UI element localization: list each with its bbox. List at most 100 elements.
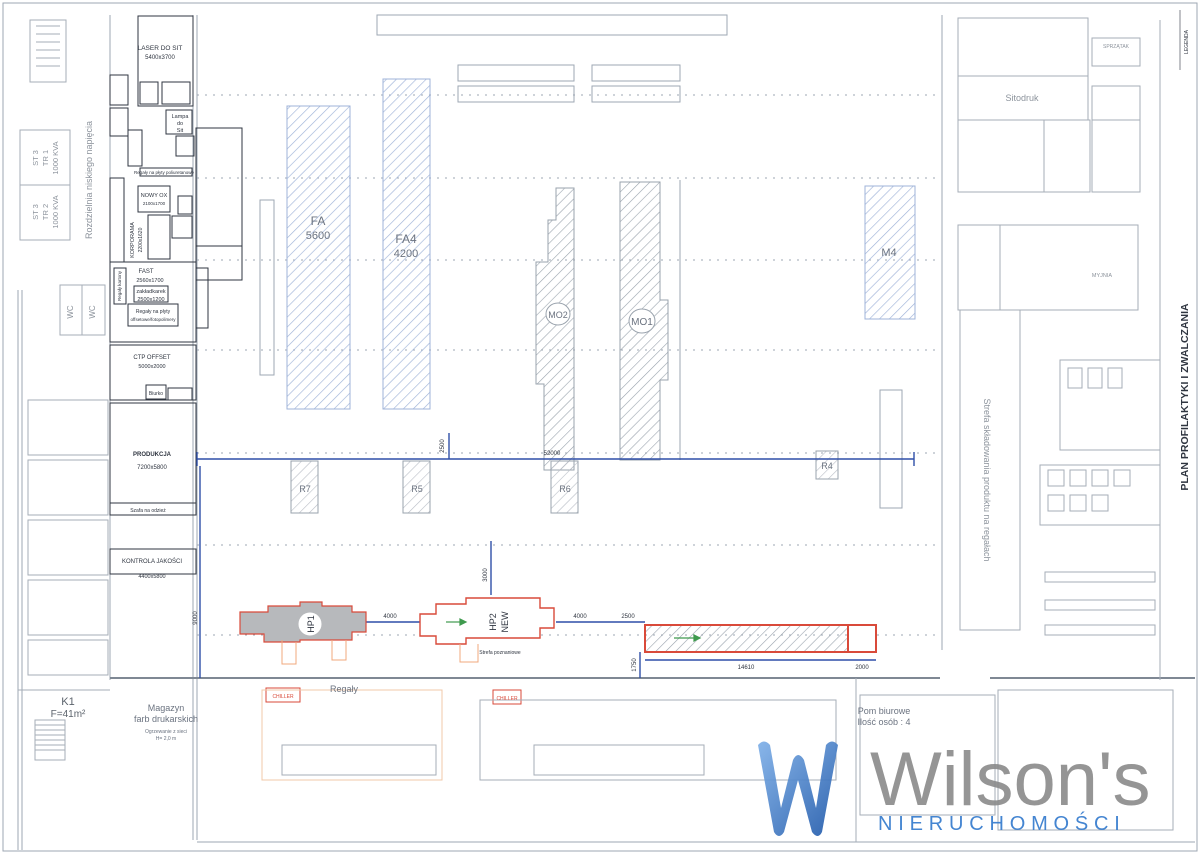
wilsons-w-mark — [758, 741, 838, 836]
rooms-column — [109, 15, 243, 575]
right-room-labels: Sitodruk SPRZĄTAK MYJNIA Strefa składowa… — [982, 44, 1130, 562]
hp2-label-2: NEW — [500, 611, 510, 633]
machines — [286, 78, 916, 514]
st3-tr1-label-b: TR 1 — [41, 150, 50, 166]
dim-2000: 2000 — [855, 665, 869, 671]
rozdzielnia-label: Rozdzielnia niskiego napięcia — [84, 121, 94, 239]
hp2-machine: HP2 NEW Strefa poznaniowe — [419, 597, 555, 663]
wc-label-1: WC — [66, 305, 75, 319]
fa-label-1: FA — [311, 214, 326, 228]
r7-label: R7 — [299, 484, 311, 494]
korporama-1: KORPORAMA — [130, 222, 136, 258]
regaly-plyty-2: offsetowe/fotopolimery — [131, 317, 177, 322]
flow-arrows — [446, 618, 702, 642]
bottom-area — [261, 678, 857, 842]
plan-title: PLAN PROFILAKTYKI I ZWALCZANIA — [1179, 303, 1191, 491]
regaly-kartony: Regały kartony — [117, 270, 122, 301]
ctp-size: 5000x2000 — [138, 364, 165, 370]
lampa-line1: Lampa — [172, 114, 190, 120]
left-wing — [18, 19, 110, 761]
r6-label: R6 — [559, 484, 571, 494]
zaklad-size: 2500x1200 — [137, 297, 164, 303]
ctp-title: CTP OFFSET — [133, 355, 171, 361]
dim-14610: 14610 — [738, 665, 755, 671]
produkcja-size: 7200x5800 — [137, 465, 167, 471]
nowy-ox-size: 2100x1700 — [143, 201, 166, 206]
kontrola-title: KONTROLA JAKOŚCI — [122, 557, 182, 565]
machine-r4 — [815, 450, 839, 480]
wilsons-subtitle: NIERUCHOMOŚCI — [878, 811, 1126, 835]
bottom-labels: CHILLER CHILLER Regały Magazyn farb druk… — [134, 684, 911, 742]
fa-label-2: 5600 — [306, 230, 330, 242]
machine-r7 — [290, 460, 319, 514]
fast-size: 2560x1700 — [136, 278, 163, 284]
chiller-label-1: CHILLER — [272, 694, 294, 700]
chiller-label-2: CHILLER — [496, 696, 518, 702]
ilosc-osob-label: Ilość osób : 4 — [857, 717, 910, 727]
wc-label-2: WC — [88, 305, 97, 319]
st3-tr1-label-a: ST 3 — [31, 150, 40, 166]
wilsons-name: Wilson's — [870, 737, 1151, 822]
korporama-2: 2200x1620 — [138, 227, 144, 252]
fast-label: FAST — [138, 269, 153, 275]
mo2-ring — [545, 302, 571, 326]
dim-4000-a: 4000 — [383, 614, 397, 620]
right-wing — [859, 17, 1174, 831]
produkcja-title: PRODUKCJA — [133, 452, 172, 458]
dim-9000: 9000 — [193, 611, 199, 625]
regaly-plyty-top: Regały na płyty poliuretanowe — [134, 170, 195, 175]
sitodruk-label: Sitodruk — [1005, 93, 1039, 103]
regaly-label: Regały — [330, 684, 359, 694]
r4-label: R4 — [821, 461, 833, 471]
hp1-machine: HP1 — [239, 601, 367, 665]
dim-1750: 1750 — [632, 658, 638, 672]
machine-fa — [286, 105, 351, 410]
pom-biurowe-label: Pom biurowe — [858, 706, 911, 716]
st3-tr2-label-c: 1000 KVA — [51, 195, 60, 228]
k1-area-label: F=41m² — [51, 709, 86, 720]
laser-title: LASER DO SIT — [138, 45, 183, 52]
dimension-lines — [196, 433, 915, 678]
dim-3000: 3000 — [483, 568, 489, 582]
dim-4000-b: 4000 — [573, 614, 587, 620]
machine-m4 — [864, 185, 916, 320]
kontrola-size: 4400x5800 — [138, 574, 165, 580]
nowy-ox: NOWY OX — [141, 193, 168, 199]
mo1-label: MO1 — [631, 317, 653, 328]
dimension-values: 2500 52000 3000 9000 4000 4000 2500 1750… — [193, 439, 869, 672]
vertical-strefa-text: Strefa składowania produktu na regałach — [982, 398, 992, 561]
magazyn-label-1: Magazyn — [148, 703, 185, 713]
fa4-label-1: FA4 — [395, 232, 417, 246]
mo2-label: MO2 — [548, 310, 568, 320]
laser-size: 5400x3700 — [145, 55, 175, 61]
zaklad-label: zakładkarek — [136, 289, 166, 295]
mo1-ring — [628, 308, 656, 334]
st3-tr2-label-b: TR 2 — [41, 204, 50, 220]
fa4-label-2: 4200 — [394, 248, 418, 260]
machine-r5 — [402, 460, 431, 514]
magazyn-label-2: farb drukarskich — [134, 714, 198, 724]
room-labels: LASER DO SIT 5400x3700 Lampa do Sit Rega… — [117, 45, 195, 580]
r5-label: R5 — [411, 484, 423, 494]
strefa-pozn-label: Strefa poznaniowe — [479, 650, 521, 656]
machine-labels: FA 5600 FA4 4200 MO2 MO1 M4 R7 R5 R6 R4 — [299, 214, 896, 494]
lampa-line3: Sit — [177, 128, 184, 134]
hp2-label-1: HP2 — [488, 613, 498, 631]
dim-2500-vertical: 2500 — [440, 439, 446, 453]
hp1-label: HP1 — [306, 615, 316, 633]
st3-tr1-label-c: 1000 KVA — [51, 141, 60, 174]
st3-tr2-label-a: ST 3 — [31, 204, 40, 220]
regaly-plyty-1: Regały na płyty — [136, 309, 171, 315]
biurko-label: Biurko — [149, 391, 163, 397]
machine-mo2 — [535, 187, 575, 471]
m4-label: M4 — [881, 247, 896, 259]
dim-2500-horizontal: 2500 — [621, 614, 635, 620]
wilsons-logo: Wilson's NIERUCHOMOŚCI — [758, 737, 1151, 836]
legend-label: LEGENDA — [1184, 29, 1190, 54]
ogrzewanie-1: Ogrzewanie z sieci — [145, 729, 187, 735]
lampa-line2: do — [177, 121, 183, 127]
machine-r6 — [550, 460, 579, 514]
ogrzewanie-2: H= 2,0 m — [156, 736, 176, 742]
szafa-label: Szafa na odzież — [130, 508, 166, 514]
